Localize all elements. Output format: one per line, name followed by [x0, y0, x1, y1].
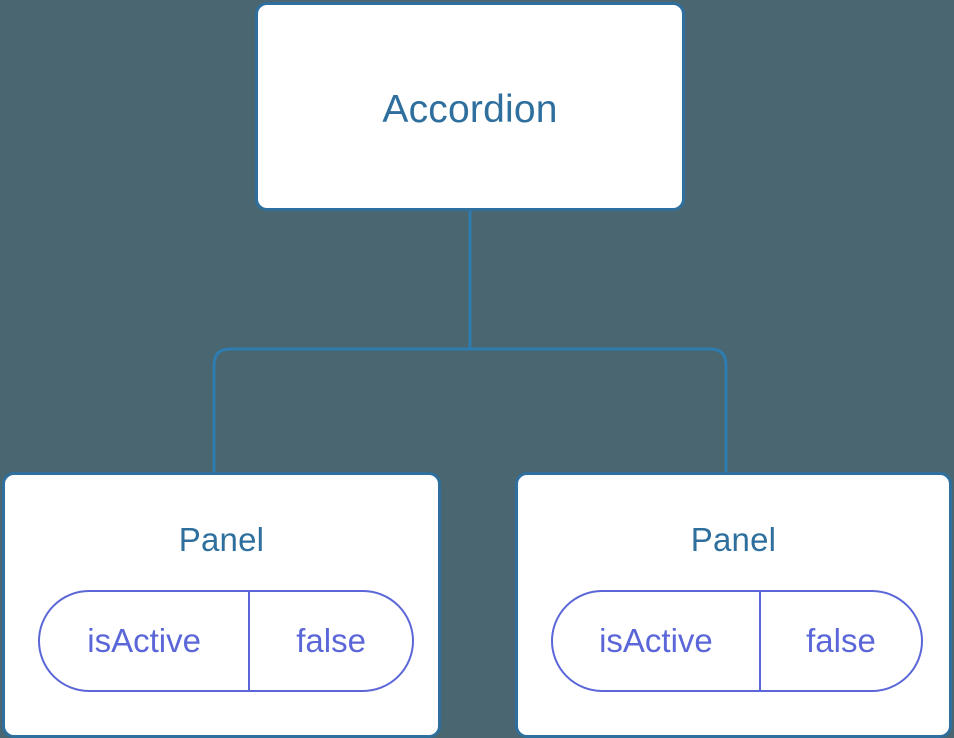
edge-to-panel-left: [212, 347, 470, 474]
node-panel-0-label: Panel: [178, 521, 265, 558]
edge-to-panel-right: [470, 347, 728, 474]
node-panel-1-prop-isactive[interactable]: isActive false: [551, 590, 923, 692]
prop-value: false: [806, 622, 876, 659]
node-panel-0-prop-isactive[interactable]: isActive false: [38, 590, 414, 692]
node-accordion[interactable]: Accordion: [255, 2, 685, 211]
node-panel-1[interactable]: Panel isActive false: [515, 472, 952, 738]
prop-key: isActive: [40, 592, 251, 690]
prop-value: false: [296, 622, 366, 659]
prop-key: isActive: [553, 592, 761, 690]
node-panel-0[interactable]: Panel isActive false: [2, 472, 441, 738]
node-panel-1-label: Panel: [690, 521, 777, 558]
node-accordion-label: Accordion: [382, 88, 558, 131]
